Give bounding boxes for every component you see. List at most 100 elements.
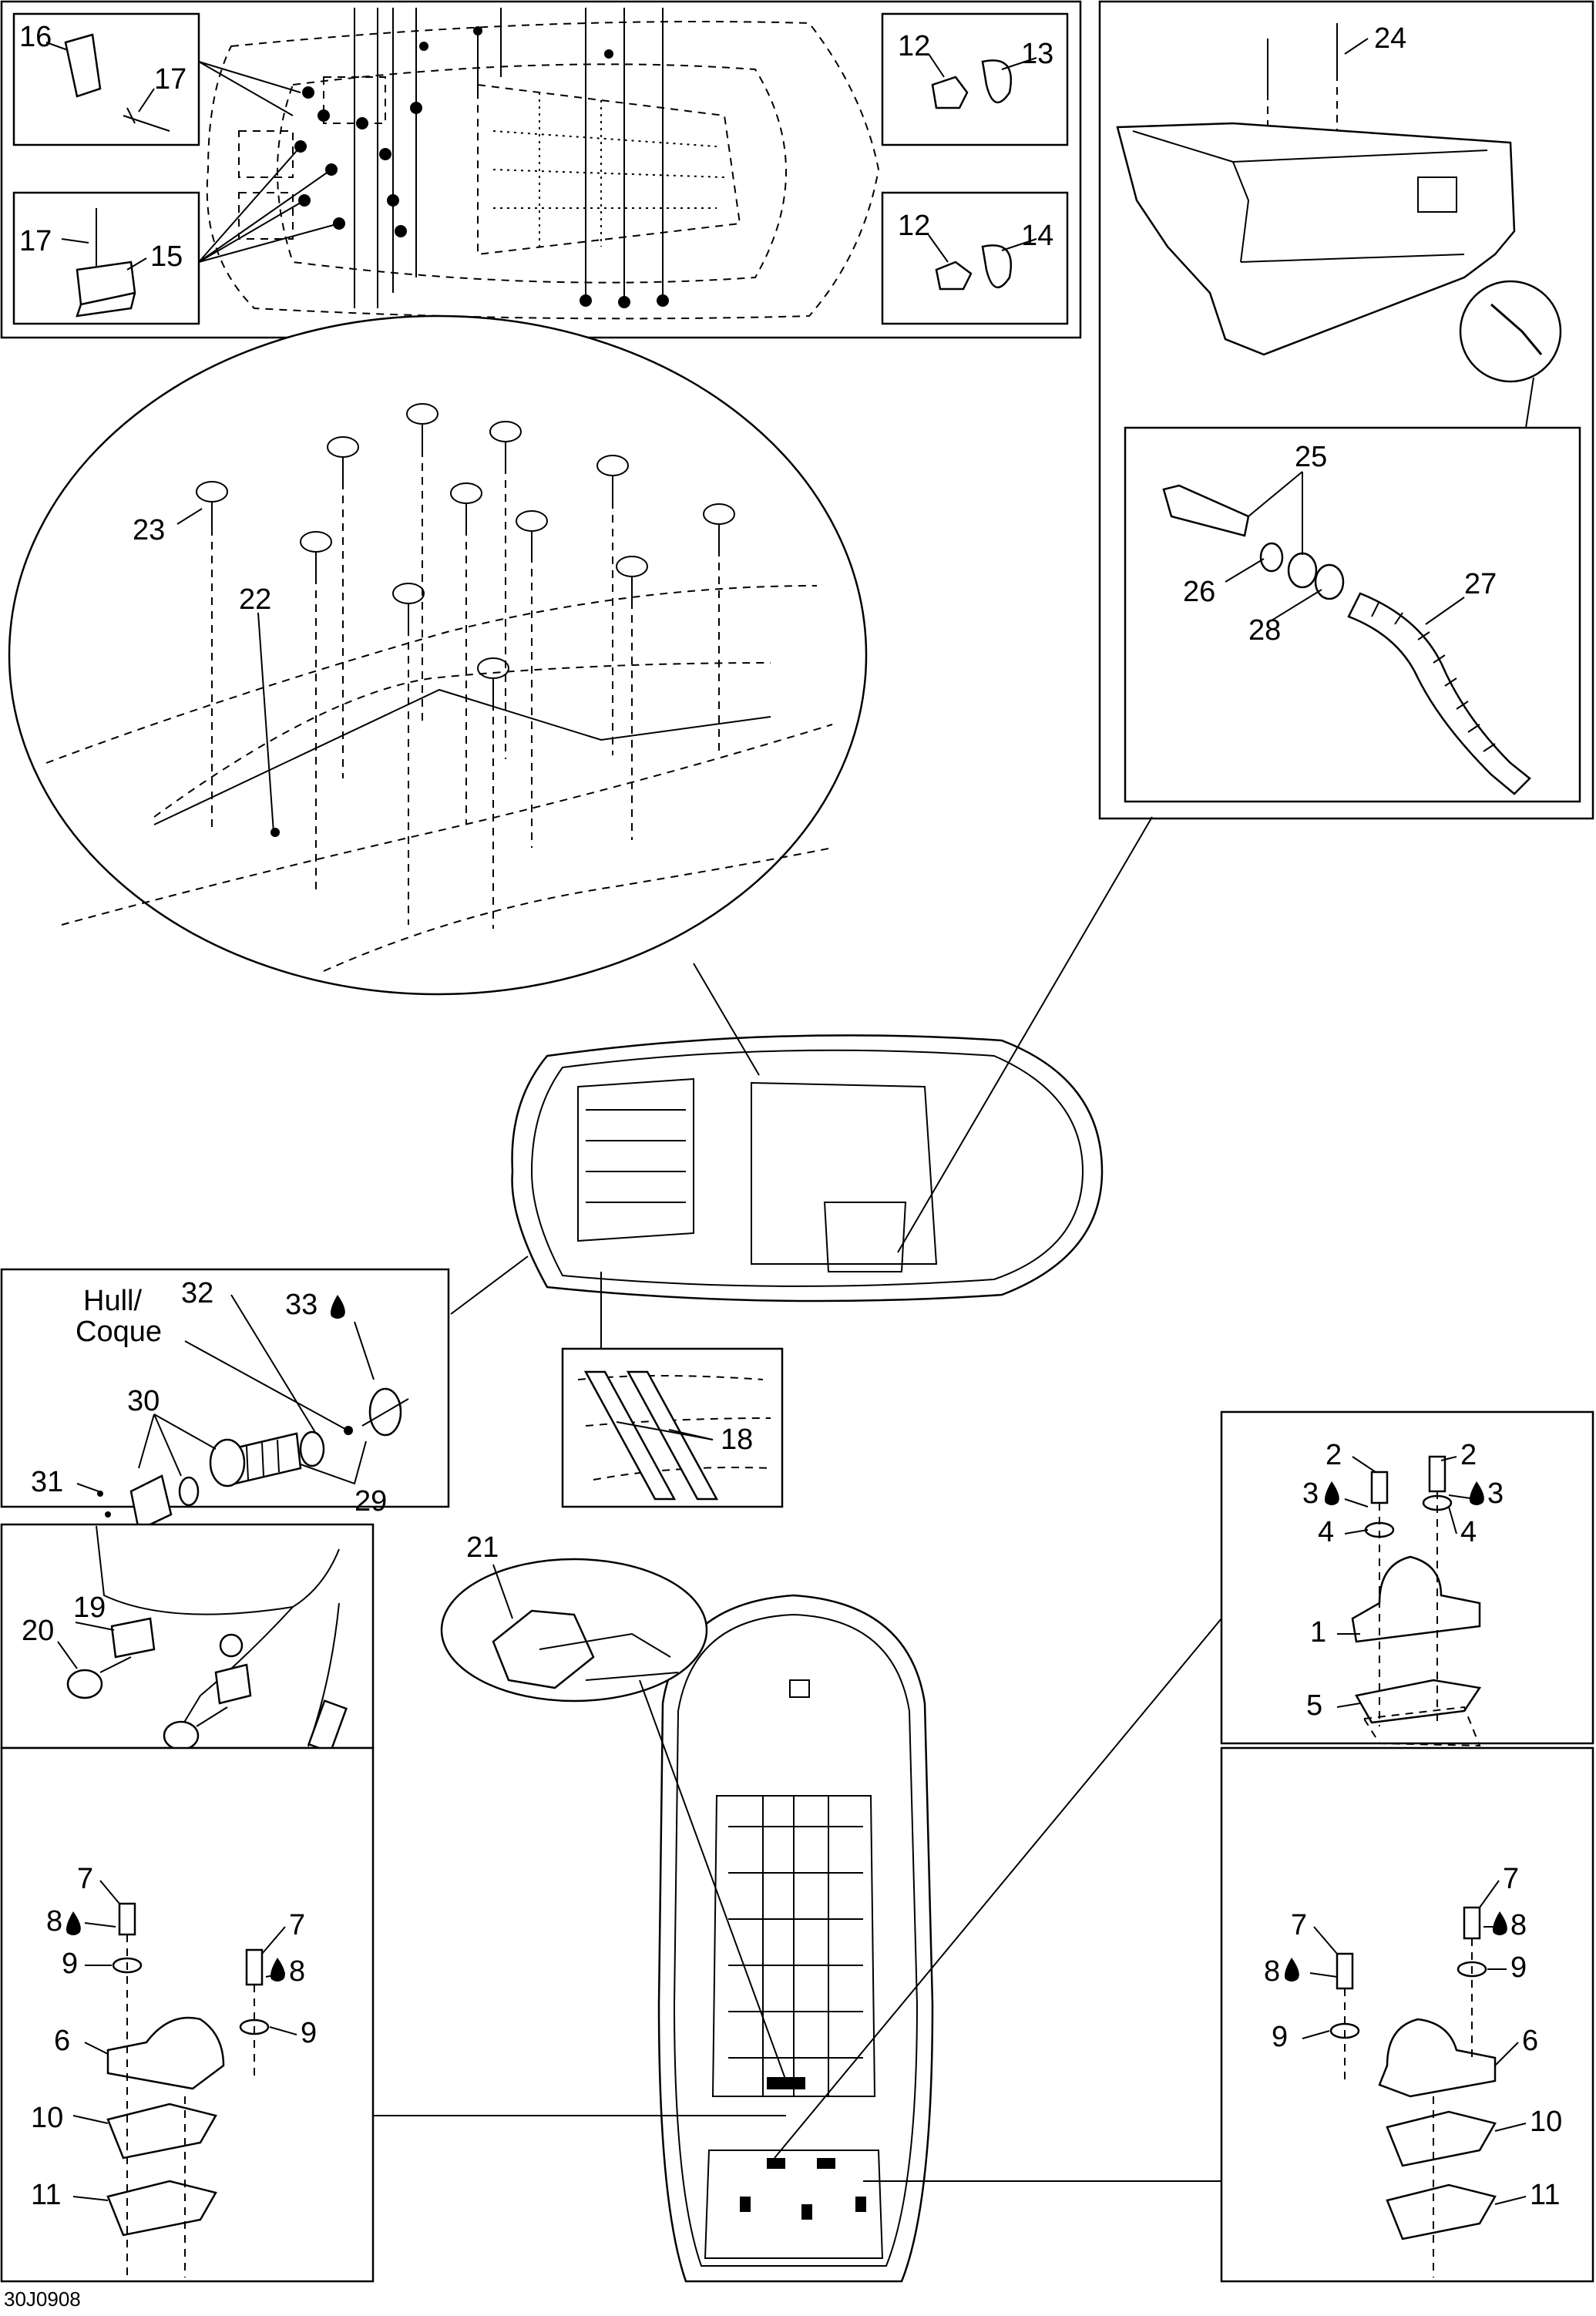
floor-contour-1 [45,585,818,764]
callout-12-b: 12 [898,210,930,242]
hull-bottom-aft-section [577,1077,694,1242]
mat-edge-line [153,688,771,825]
leader-27 [1425,597,1465,625]
callout-7-c: 7 [1503,1863,1519,1895]
callout-13: 13 [1021,38,1053,70]
leader-21 [492,1564,513,1619]
hull-bottom-inner [530,1049,1084,1287]
floor-contour-2 [61,724,833,926]
sealant-icon-8-a [66,1911,81,1935]
thruhull-to-hull-leader [450,1255,529,1315]
washer-32 [299,1430,325,1467]
craft-bow-marker [789,1679,810,1698]
clip-12b-shape [935,261,973,291]
callout-8-c: 8 [1510,1909,1527,1941]
tie-13-shape [981,59,1013,103]
callout-6-b: 6 [1522,2025,1538,2057]
mount-front-leaders [1336,1456,1477,1708]
sealant-icon-3-a [1325,1481,1339,1505]
callout-15: 15 [150,240,183,273]
callout-28: 28 [1248,614,1281,647]
craft-top-view: 21 [374,1531,1222,2283]
bin-to-hull-leader [897,816,1153,1253]
detail-to-box-leader [1525,377,1534,429]
mount-rear-right-leaders [1302,1880,1527,2205]
hull-bottom-bin [823,1202,907,1272]
cover-detail-lines [539,1632,679,1681]
callout-14: 14 [1021,220,1053,252]
craft-footwell [711,1795,876,2097]
callout-2-a: 2 [1326,1439,1342,1471]
strake-18-a [583,1370,677,1501]
thru-hull-panel: Hull/ Coque 33 32 29 30 31 [0,1268,450,1537]
callout-2-b: 2 [1460,1439,1477,1471]
bracket-outlines [238,76,386,240]
hull-inner-outline [277,63,787,284]
leader-25-a [1248,471,1303,517]
engine-mount-1 [1351,1555,1481,1643]
floor-contour-3 [153,662,771,818]
inset-frame-12-14 [881,191,1069,325]
callout-4-a: 4 [1318,1516,1334,1548]
leader-28 [1271,589,1322,621]
callout-19: 19 [73,1592,106,1624]
shim-10-left [106,2103,217,2160]
callout-22: 22 [239,583,271,616]
leader-33 [354,1321,375,1380]
bumper-hole [219,1633,244,1658]
callout-9-b: 9 [301,2017,317,2049]
bumper-frame [0,1523,375,1750]
callout-33: 33 [285,1289,318,1321]
mount-rear-left-leaders [72,1880,297,2201]
screw-head-20 [66,1669,103,1699]
leader-17-a [138,88,155,113]
fastener-leader-lines [354,8,664,308]
fasteners-23 [196,403,735,929]
leader-26 [1225,558,1265,583]
callout-7-d: 7 [1291,1909,1307,1941]
callout-8-a: 8 [46,1905,62,1938]
shim-11-right [1386,2183,1497,2240]
craft-outline [657,1594,934,2283]
bolt-7-b [245,1948,264,1986]
engine-mount-panel-front: 2 2 3 3 4 4 1 5 [1220,1410,1594,1747]
callout-10-a: 10 [31,2102,63,2134]
hose-corrugation [1371,600,1496,752]
leader-22 [257,612,274,833]
thru-hull-frame [0,1268,450,1508]
hull-label-line1: Hull/ [83,1285,142,1317]
sealant-icon-33 [331,1295,345,1319]
floor-contour-4 [323,847,833,972]
callout-9-a: 9 [62,1948,78,1980]
engine-mount-panel-rear-left: 7 8 9 6 10 11 7 8 9 [0,1746,375,2283]
thru-hull-threads [246,1439,280,1481]
callout-7-a: 7 [77,1863,93,1895]
callout-4-b: 4 [1460,1516,1477,1548]
shim-11-left [106,2180,217,2237]
mount-rear-right-frame [1220,1746,1594,2283]
callout-23: 23 [133,514,165,546]
leader-20 [57,1641,78,1669]
callout-1: 1 [1310,1616,1326,1649]
engine-mount-6-right [1378,2018,1497,2098]
leader-18-b [668,1429,714,1440]
drawing-code: 30J0908 [4,2287,81,2311]
shim-5-ghost [1362,1706,1481,1747]
craft-engine-bay [704,2150,884,2259]
leader-15 [126,257,147,271]
screen-30 [178,1476,200,1507]
callout-31: 31 [31,1466,63,1498]
leader-31 [76,1483,99,1492]
hull-outline-dashed [206,21,880,320]
sealant-icon-8-c [1493,1911,1507,1935]
callout-16: 16 [19,21,52,53]
leader-16 [45,42,69,51]
callout-5: 5 [1306,1689,1322,1722]
screw-shank-20 [99,1656,132,1673]
leader-32 [230,1294,317,1434]
callout-8-b: 8 [289,1955,305,1988]
leader-22-dot [270,828,280,837]
leader-17-b [61,238,89,244]
washer-26 [1259,542,1284,573]
inset-clip-12-13: 12 13 [881,12,1069,146]
